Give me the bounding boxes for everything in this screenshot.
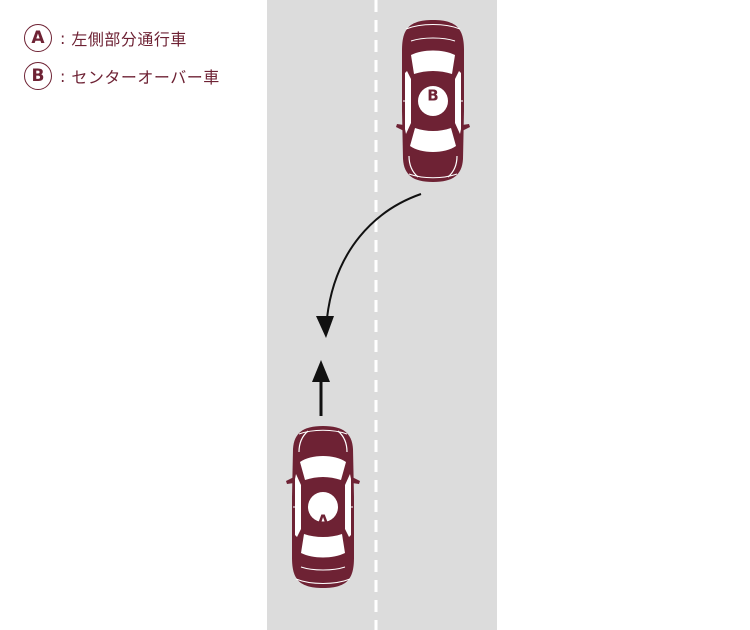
legend-item-a: A : 左側部分通行車 <box>24 22 220 54</box>
trajectory-arrowhead-b <box>316 316 334 338</box>
legend-separator: : <box>60 28 66 48</box>
legend-label-a: 左側部分通行車 <box>71 30 187 49</box>
trajectory-arrow-b <box>326 193 422 319</box>
legend: A : 左側部分通行車 B : センターオーバー車 <box>24 22 220 98</box>
legend-badge-a: A <box>24 24 52 52</box>
forward-arrowhead-a <box>312 360 330 382</box>
car-a-label: A <box>317 512 329 530</box>
car-b-label: B <box>427 87 438 105</box>
car-a <box>285 425 361 589</box>
legend-badge-b: B <box>24 62 52 90</box>
legend-separator: : <box>60 66 66 86</box>
legend-label-b: センターオーバー車 <box>71 68 220 87</box>
legend-item-b: B : センターオーバー車 <box>24 60 220 92</box>
